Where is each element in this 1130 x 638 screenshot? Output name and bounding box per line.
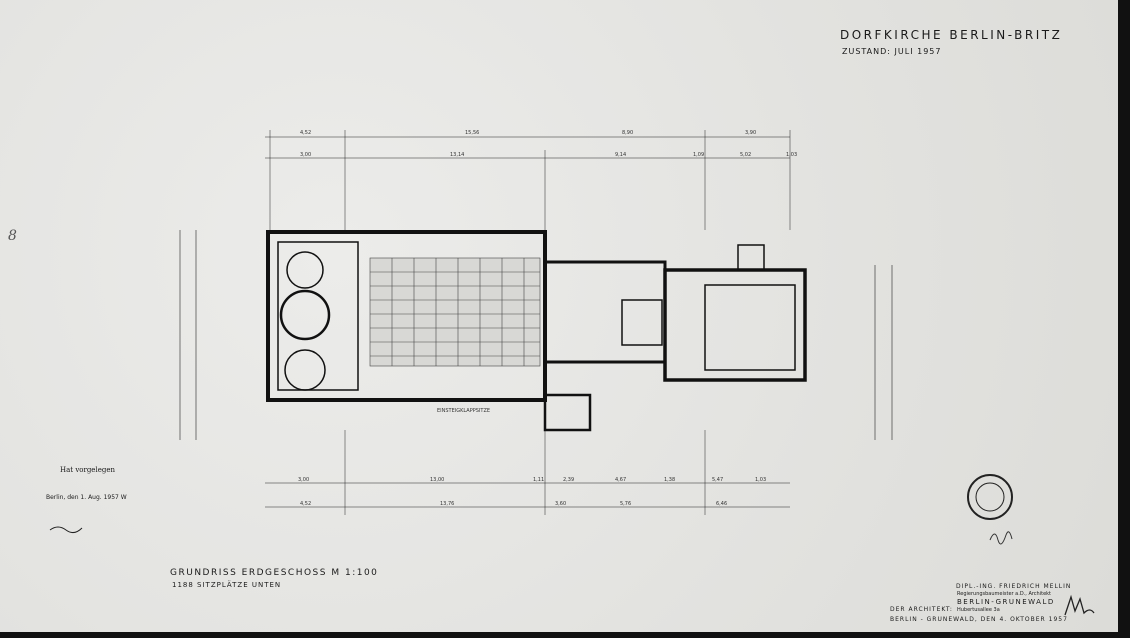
plan-caption-note: 1188 SITZPLÄTZE UNTEN: [172, 581, 282, 589]
dim-label: 2,39: [563, 477, 574, 483]
dim-label: 4,52: [300, 130, 311, 136]
dim-label: 1,03: [755, 477, 766, 483]
architect-label: DER ARCHITEKT:: [890, 606, 953, 613]
stamp-line-1: Hat vorgelegen: [60, 466, 115, 474]
dim-label: 3,00: [298, 477, 309, 483]
dim-label: 6,46: [716, 501, 727, 507]
dimension-lines: [179, 130, 893, 515]
dim-label: 3,90: [745, 130, 756, 136]
dim-label: 13,76: [440, 501, 454, 507]
dim-label: 5,02: [740, 152, 751, 158]
drawing-subtitle: ZUSTAND: JULI 1957: [842, 47, 942, 56]
signature: [989, 531, 1013, 545]
dim-label: 15,56: [465, 130, 479, 136]
architect-signature: [1064, 594, 1095, 616]
dim-label: 1,09: [693, 152, 704, 158]
stamp-line-2: Berlin, den 1. Aug. 1957 W: [46, 494, 127, 501]
dim-label: 9,14: [615, 152, 626, 158]
dim-label: 5,47: [712, 477, 723, 483]
dim-label: 3,00: [300, 152, 311, 158]
architect-address: Hubertusallee 3a: [957, 607, 1000, 613]
dim-label: 8,90: [622, 130, 633, 136]
dim-label: 5,76: [620, 501, 631, 507]
margin-mark: 8: [8, 228, 18, 244]
pew-grid: [369, 257, 541, 367]
plan-caption-title: GRUNDRISS ERDGESCHOSS M 1:100: [170, 568, 379, 578]
approval-seal: [967, 474, 1013, 520]
dim-label: 13,14: [450, 152, 464, 158]
drawing-title: DORFKIRCHE BERLIN-BRITZ: [840, 28, 1063, 42]
dim-label: 1,38: [664, 477, 675, 483]
architect-city: BERLIN-GRUNEWALD: [957, 598, 1055, 606]
architect-name: DIPL.-ING. FRIEDRICH MELLIN: [956, 583, 1072, 590]
dim-label: 4,52: [300, 501, 311, 507]
dim-label: 1,03: [786, 152, 797, 158]
architect-date: BERLIN - GRUNEWALD, DEN 4. OKTOBER 1957: [890, 616, 1068, 623]
church-walls: [266, 230, 807, 432]
dim-label: 4,67: [615, 477, 626, 483]
architect-role: Regierungsbaumeister a.D., Architekt: [957, 591, 1052, 597]
stamp-signature: [49, 526, 83, 534]
dim-label: 3,60: [555, 501, 566, 507]
dim-label: 1,11: [533, 477, 544, 483]
room-label: EINSTEIGKLAPPSITZE: [437, 408, 490, 414]
dim-label: 13,00: [430, 477, 444, 483]
